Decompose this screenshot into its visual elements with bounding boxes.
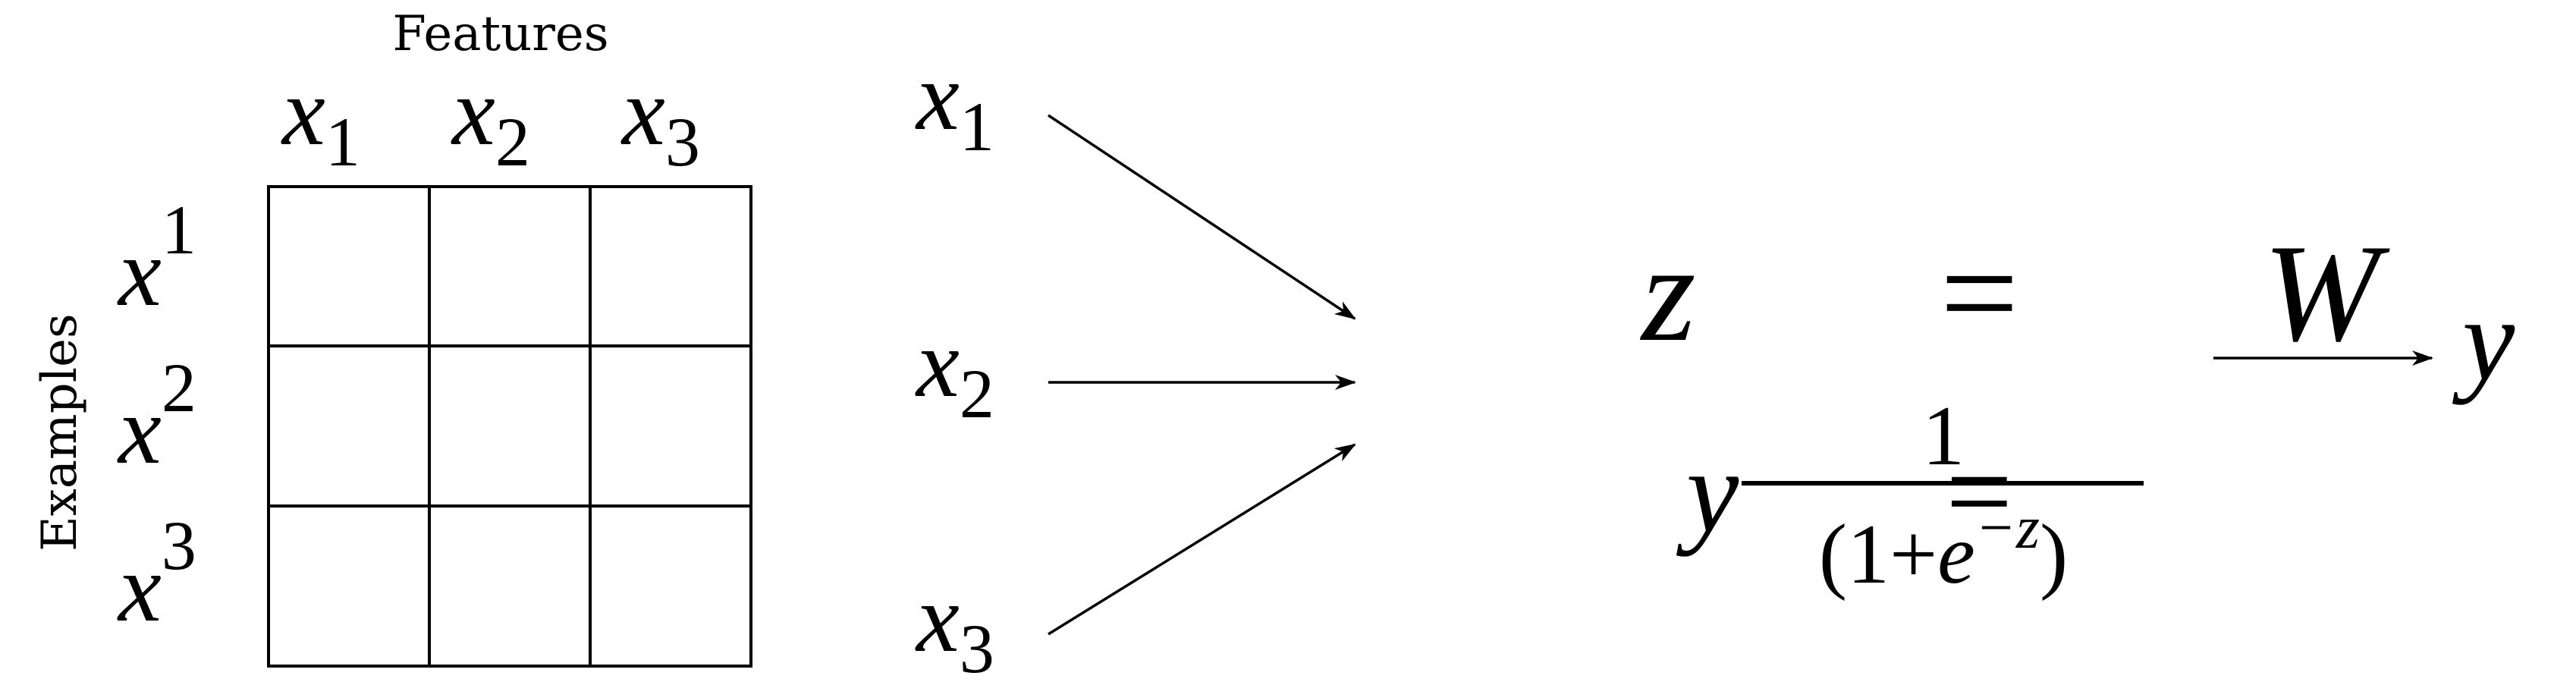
input-x2: x2 (915, 310, 994, 432)
matrix-border (267, 185, 752, 668)
input-x1: x1 (915, 42, 994, 165)
sig-equals: = (1946, 426, 2012, 557)
eq-z: z (1639, 215, 1696, 370)
input-x3: x3 (915, 564, 994, 682)
column-header-x3: x3 (620, 58, 700, 181)
sig-denominator: (1+e−z) (1819, 495, 2069, 602)
input-arrows (1048, 114, 2433, 636)
features-header: Features (392, 6, 608, 62)
column-header-x2: x2 (451, 58, 530, 181)
sig-y: y (1676, 426, 1739, 557)
sig-numerator: 1 (1922, 389, 1965, 483)
column-header-x1: x1 (281, 58, 360, 181)
arrow-x1-to-node (1048, 114, 1356, 320)
svg-text:z = W ·: z = W · x + b (1397, 215, 2576, 370)
eq-equals: = (1940, 215, 2019, 370)
linear-equation: z = W · x + b (1397, 215, 2576, 370)
row-label-x3: x3 (117, 507, 196, 642)
row-label-x1: x1 (117, 191, 196, 326)
svg-text:y =: y = (1479, 426, 2160, 557)
inputs: x1 x2 x3 (915, 42, 994, 682)
examples-header: Examples (32, 313, 88, 552)
matrix-grid (267, 185, 752, 668)
arrow-x3-to-node (1048, 443, 1356, 636)
eq-W: W (2263, 215, 2390, 370)
sigmoid-equation: y = 1 (1+e−z) (1479, 389, 2160, 602)
row-label-x2: x2 (117, 349, 196, 484)
feature-matrix: Features x1 x2 x3 Examples x1 x2 x3 (32, 6, 752, 668)
output-y: y (2452, 274, 2515, 405)
